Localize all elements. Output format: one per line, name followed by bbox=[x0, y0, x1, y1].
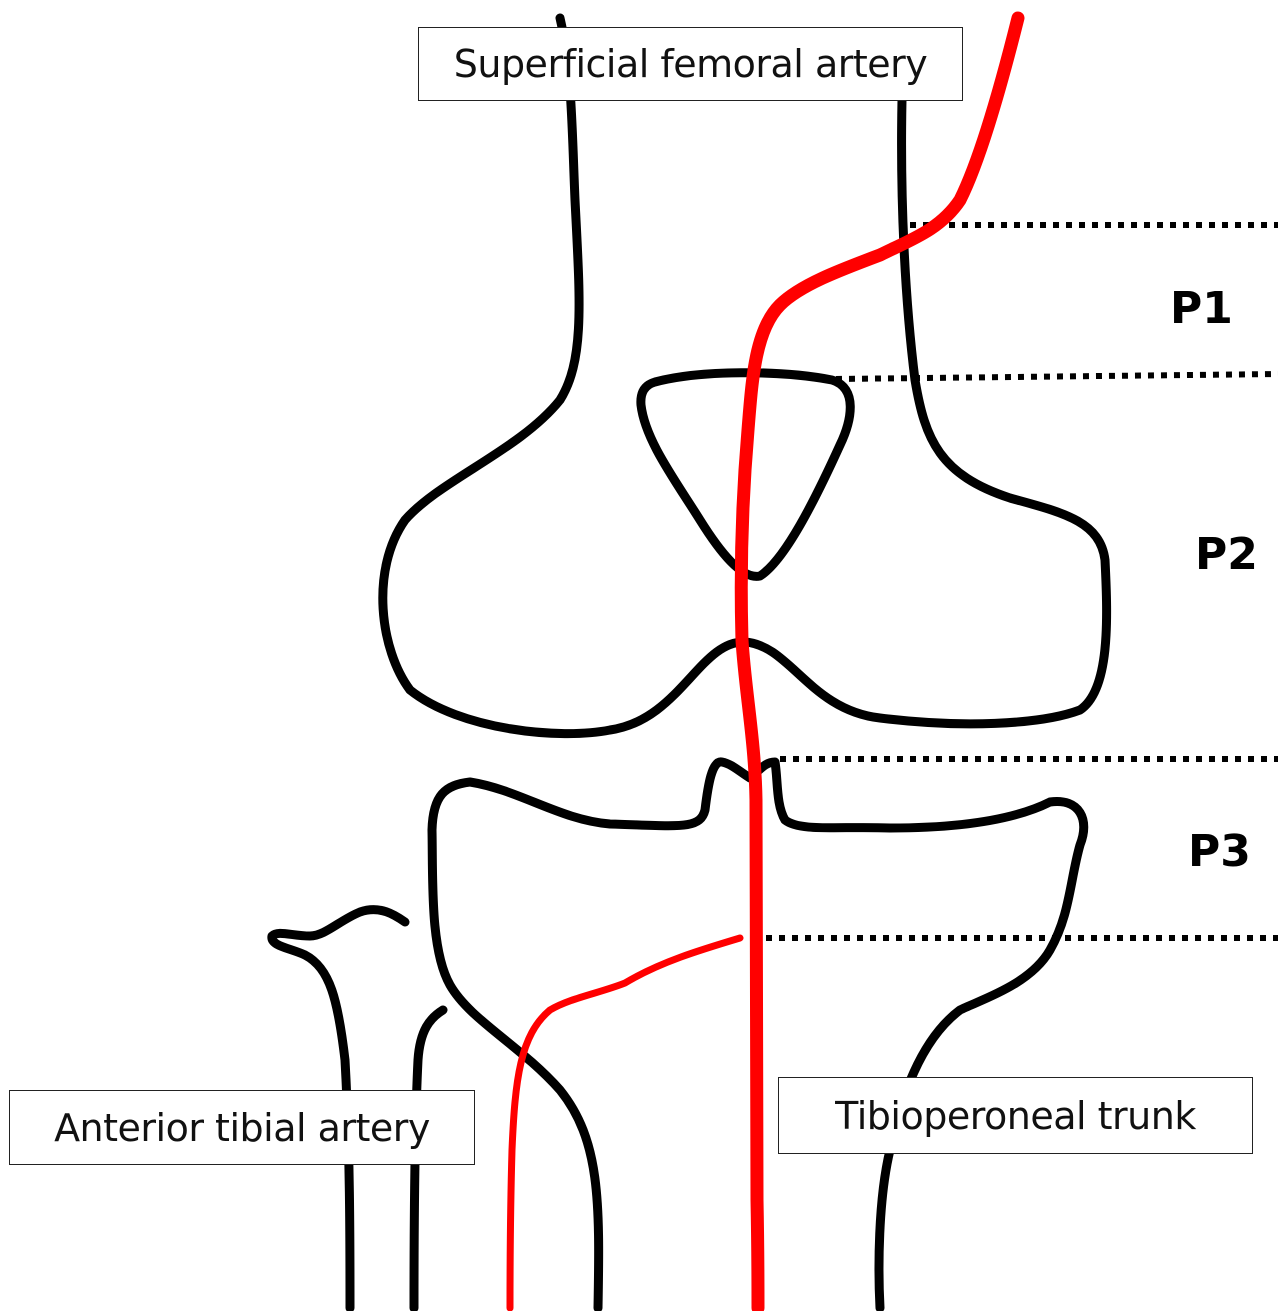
segment-label-p3: P3 bbox=[1188, 826, 1251, 877]
label-tibioperoneal-trunk: Tibioperoneal trunk bbox=[778, 1077, 1253, 1154]
anterior-tibial-artery-branch bbox=[510, 938, 740, 1308]
segment-label-p2: P2 bbox=[1195, 529, 1258, 580]
segment-label-p1: P1 bbox=[1170, 283, 1233, 334]
divider-p1-p2 bbox=[836, 374, 1278, 379]
label-superficial-femoral-artery: Superficial femoral artery bbox=[418, 27, 963, 101]
label-anterior-tibial-artery: Anterior tibial artery bbox=[9, 1090, 475, 1165]
